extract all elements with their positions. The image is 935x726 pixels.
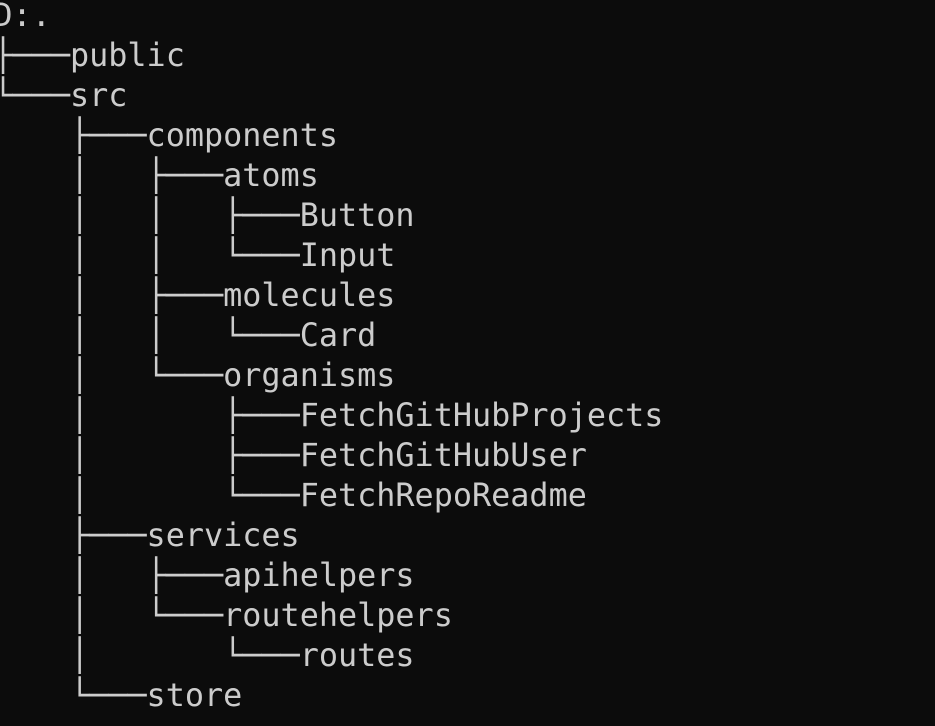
tree-line: ├───components	[0, 117, 338, 154]
tree-line: │ └───routes	[0, 637, 415, 674]
tree-root: D:.	[0, 0, 51, 34]
tree-line: │ └───organisms	[0, 357, 396, 394]
tree-line: │ ├───FetchGitHubUser	[0, 437, 587, 474]
tree-line: │ ├───atoms	[0, 157, 319, 194]
tree-line: └───src	[0, 77, 128, 114]
tree-line: ├───public	[0, 37, 185, 74]
tree-line: │ ├───molecules	[0, 277, 396, 314]
terminal-output: D:.├───public└───src ├───components │ ├─…	[0, 0, 664, 714]
tree-line: │ │ └───Input	[0, 237, 396, 274]
tree-line: │ └───routehelpers	[0, 597, 453, 634]
tree-line: │ │ ├───Button	[0, 197, 415, 234]
tree-line: │ │ └───Card	[0, 317, 377, 354]
tree-line: ├───services	[0, 517, 300, 554]
tree-line: │ └───FetchRepoReadme	[0, 477, 587, 514]
tree-line: └───store	[0, 677, 243, 714]
tree-line: │ ├───FetchGitHubProjects	[0, 397, 664, 434]
tree-line: │ ├───apihelpers	[0, 557, 415, 594]
